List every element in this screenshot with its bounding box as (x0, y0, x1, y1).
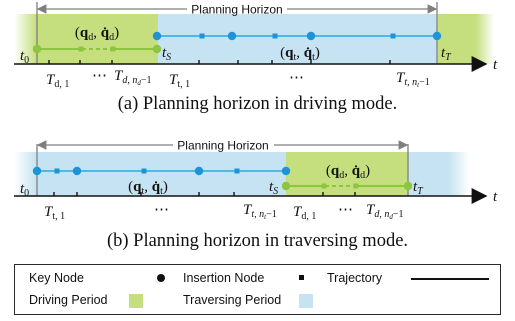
tick-label-ellipsis: ⋯ (92, 68, 107, 84)
tick-label-Tt1: Tt, 1 (44, 204, 65, 222)
end-time-label: tT (413, 179, 424, 197)
insertion-node (110, 46, 116, 52)
start-time-label: t0 (20, 181, 29, 199)
key-node (281, 181, 291, 191)
key-node (152, 31, 162, 41)
caption-b: (b) Planning horizon in traversing mode. (106, 231, 409, 251)
legend-trajectory-icon (411, 278, 489, 280)
axis-label: t (493, 57, 498, 73)
insertion-node (141, 168, 147, 174)
traversing-period-region (158, 14, 438, 64)
key-node (72, 166, 82, 176)
tick-label-ellipsis: ⋯ (289, 70, 304, 86)
legend-key-node-icon (157, 274, 165, 282)
key-node (32, 44, 42, 54)
panel-b: Planning Horizon (qt, q̇t) (qd, q̇d) t0 … (14, 139, 498, 222)
axis-ticks (53, 192, 356, 196)
traversing-fade-left (14, 152, 36, 196)
end-time-label: tT (441, 45, 452, 63)
legend-insertion-node-icon (299, 275, 304, 280)
tick-label-Tdn: Td, nd−1 (366, 202, 403, 221)
insertion-node (78, 46, 84, 52)
horizon-label: Planning Horizon (177, 139, 268, 153)
legend-insertion-node-label: Insertion Node (183, 271, 265, 285)
tick-label-Ttn: Tt, nt−1 (243, 202, 277, 221)
legend: Key Node Insertion Node Trajectory Drivi… (14, 264, 501, 315)
driving-period-region (286, 152, 408, 196)
tick-label-ellipsis: ⋯ (338, 202, 353, 218)
legend-driving-period-label: Driving Period (29, 293, 108, 307)
key-node (194, 166, 204, 176)
insertion-node (321, 183, 327, 189)
driving-state-label: (qd, q̇d) (75, 25, 119, 43)
insertion-node (199, 33, 205, 39)
insertion-node (272, 33, 278, 39)
tick-label-Tt1: Tt, 1 (169, 72, 190, 90)
traversing-fade-right (448, 152, 470, 196)
caption-a: (a) Planning horizon in driving mode. (117, 94, 398, 114)
tick-label-Td1: Td, 1 (46, 72, 69, 90)
tick-label-Ttn: Tt, nt−1 (396, 70, 430, 89)
legend-traversing-period-swatch (299, 294, 313, 308)
driving-state-label: (qd, q̇d) (326, 163, 370, 181)
tick-label-Tdn: Td, nd−1 (114, 68, 151, 87)
insertion-node (390, 33, 396, 39)
legend-traversing-period-label: Traversing Period (183, 293, 282, 307)
legend-trajectory-label: Trajectory (327, 271, 383, 285)
insertion-node (54, 168, 60, 174)
key-node (227, 31, 237, 41)
legend-key-node-label: Key Node (29, 271, 84, 285)
driving-fade-left (14, 14, 36, 64)
driving-period-region-end (438, 14, 476, 64)
key-node (152, 44, 162, 54)
legend-driving-period-swatch (129, 294, 143, 308)
planning-horizon-figure: Planning Horizon (qd, q̇d) (qt, q̇t) t0 … (14, 2, 498, 222)
insertion-node (234, 168, 240, 174)
axis-ticks (48, 60, 391, 64)
driving-fade-right (476, 14, 494, 64)
key-node (281, 166, 291, 176)
start-time-label: t0 (20, 48, 29, 66)
key-node (403, 181, 413, 191)
tick-label-ellipsis: ⋯ (154, 202, 169, 218)
switch-time-label: tS (269, 179, 278, 197)
switch-time-label: tS (162, 45, 171, 63)
traversing-state-label: (qt, q̇t) (128, 179, 168, 197)
tick-label-Td1: Td, 1 (293, 204, 316, 222)
key-node (432, 31, 442, 41)
key-node (306, 31, 316, 41)
axis-label: t (493, 189, 498, 205)
traversing-state-label: (qt, q̇t) (280, 45, 320, 63)
key-node (32, 166, 42, 176)
insertion-node (353, 183, 359, 189)
panel-a: Planning Horizon (qd, q̇d) (qt, q̇t) t0 … (14, 2, 498, 90)
horizon-label: Planning Horizon (191, 3, 282, 17)
driving-period-region (36, 14, 158, 64)
traversing-period-region-end (408, 152, 448, 196)
